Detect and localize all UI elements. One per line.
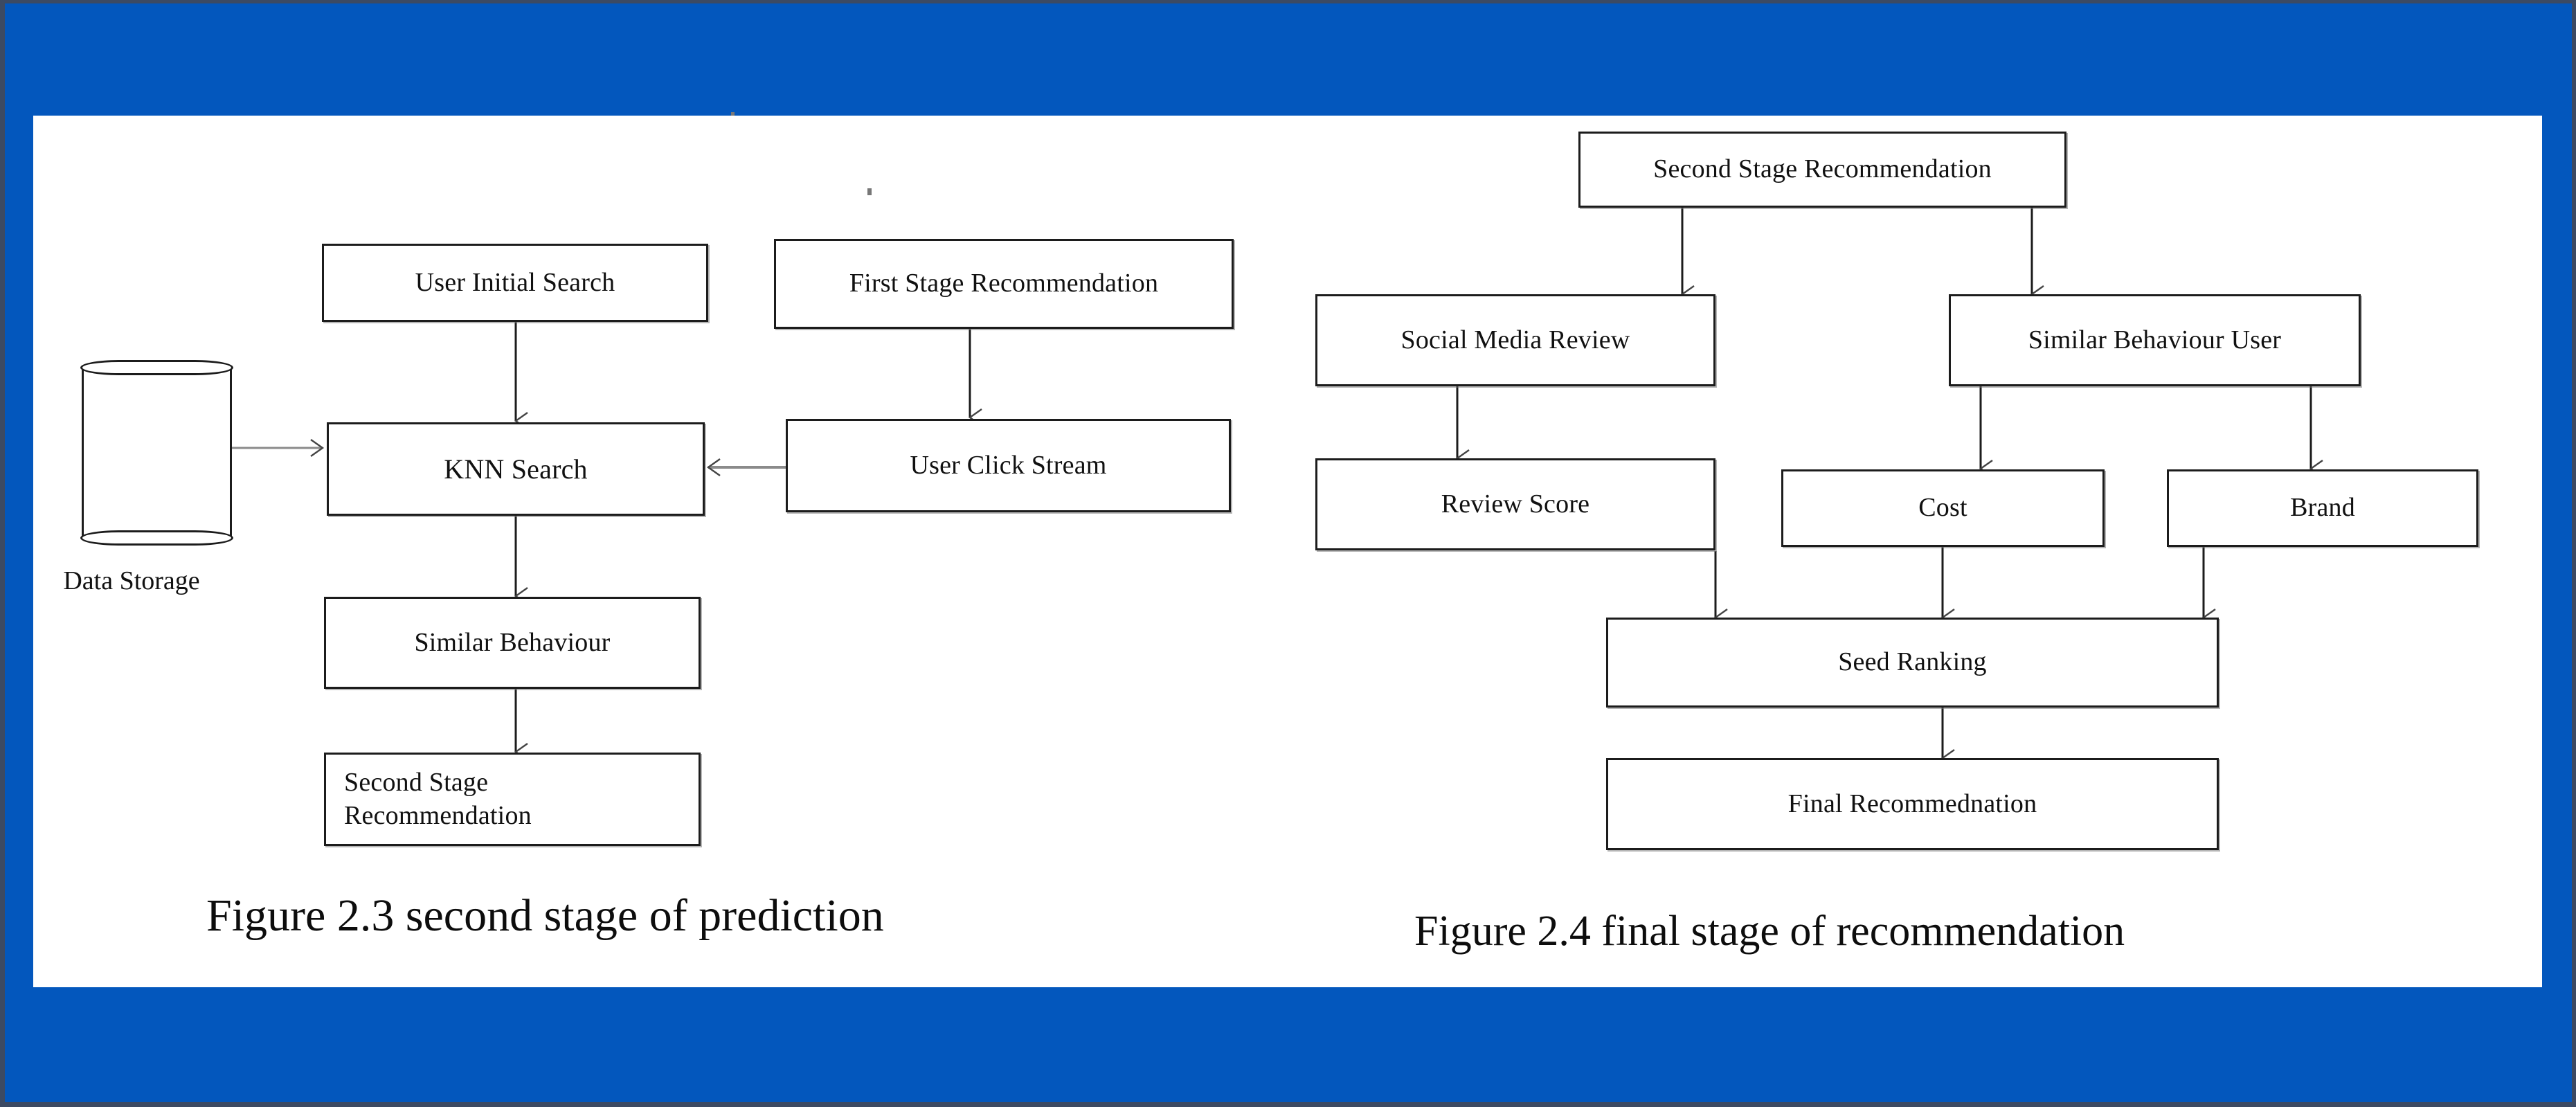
- node-first-stage-recommendation[interactable]: First Stage Recommendation: [774, 239, 1234, 329]
- node-user-click-stream[interactable]: User Click Stream: [786, 419, 1231, 512]
- node-cost[interactable]: Cost: [1781, 469, 2105, 547]
- second-stage-line-2: Recommendation: [344, 800, 532, 830]
- node-user-initial-search[interactable]: User Initial Search: [322, 244, 708, 322]
- content-panel: Data Storage User Initial Search First S…: [33, 112, 2542, 987]
- node-seed-ranking[interactable]: Seed Ranking: [1606, 618, 2219, 708]
- connector-layer: [232, 208, 2323, 767]
- caption-figure-2-3: Figure 2.3 second stage of prediction: [206, 890, 884, 941]
- node-review-score[interactable]: Review Score: [1315, 458, 1715, 550]
- second-stage-line-1: Second Stage: [344, 768, 489, 797]
- node-data-storage[interactable]: [80, 360, 233, 546]
- node-social-media-review[interactable]: Social Media Review: [1315, 294, 1715, 386]
- scan-speck-1: [731, 112, 735, 116]
- scan-speck-2: [867, 188, 872, 195]
- cylinder-top-cap: [80, 360, 233, 375]
- diagram-canvas: Data Storage User Initial Search First S…: [33, 112, 2542, 987]
- cylinder-body: [82, 367, 232, 539]
- node-knn-search[interactable]: KNN Search: [327, 422, 705, 516]
- node-brand[interactable]: Brand: [2167, 469, 2478, 547]
- node-similar-behaviour-user[interactable]: Similar Behaviour User: [1949, 294, 2361, 386]
- data-storage-label: Data Storage: [63, 566, 200, 595]
- node-final-recommendation[interactable]: Final Recommednation: [1606, 758, 2219, 850]
- node-similar-behaviour[interactable]: Similar Behaviour: [324, 597, 701, 689]
- node-second-stage-recommendation-right[interactable]: Second Stage Recommendation: [1578, 132, 2066, 208]
- node-second-stage-recommendation[interactable]: Second Stage Recommendation: [324, 753, 701, 846]
- caption-figure-2-4: Figure 2.4 final stage of recommendation: [1414, 908, 2125, 955]
- cylinder-bottom-cap: [80, 530, 233, 546]
